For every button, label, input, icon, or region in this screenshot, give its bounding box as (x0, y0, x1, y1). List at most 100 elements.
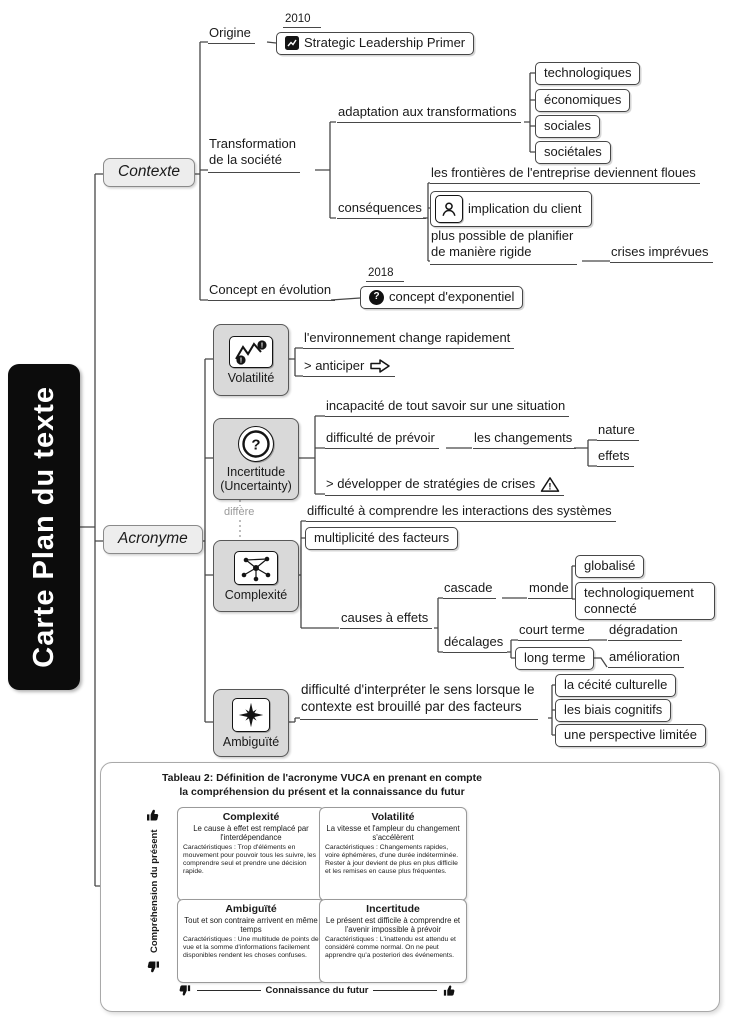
node-concept-en-evolution: Concept en évolution (208, 282, 336, 302)
node-frontieres-floues: les frontières de l'entreprise deviennen… (430, 165, 700, 185)
tableau-title-line1: Tableau 2: Définition de l'acronyme VUCA… (162, 772, 482, 784)
node-strategic-leadership-primer: Strategic Leadership Primer (276, 32, 475, 56)
node-incapacite-savoir: incapacité de tout savoir sur une situat… (325, 398, 570, 418)
cell-desc: La vitesse et l'ampleur du changement s'… (326, 824, 460, 843)
node-label: Strategic Leadership Primer (304, 35, 466, 50)
branch-contexte: Contexte (103, 158, 196, 187)
node-label-line2: de la société (209, 152, 282, 168)
node-label-line1: difficulté d'interpréter le sens lorsque… (301, 682, 535, 697)
cell-desc: Le cause à effet est remplacé par l'inte… (193, 824, 309, 843)
node-interactions-systemes: difficulté à comprendre les interactions… (306, 503, 616, 523)
svg-text:!: ! (261, 340, 264, 349)
node-transformation-societe: Transformation de la société (208, 136, 300, 173)
node-sociales: sociales (535, 115, 600, 139)
cell-ambiguite: Ambiguïté Tout et son contraire arrivent… (177, 899, 325, 983)
warning-icon: ! (540, 477, 560, 492)
volatility-icon: ! ! (229, 335, 273, 368)
svg-text:!: ! (240, 355, 243, 364)
node-multiplicite-facteurs: multiplicité des facteurs (305, 527, 459, 551)
node-complexite-label: Complexité (224, 587, 288, 602)
cell-title: Complexité (222, 811, 280, 823)
node-year-2018: 2018 (366, 266, 404, 283)
uncertainty-icon: ? (238, 425, 274, 462)
node-label-line1: Transformation (209, 136, 296, 151)
axis-line (373, 990, 437, 991)
node-label-line1: Incertitude (226, 464, 286, 479)
node-volatilite: ! ! Volatilité (213, 324, 289, 396)
axis-connaissance-futur-label: Connaissance du futur (265, 985, 369, 996)
map-root-title: Carte Plan du texte (8, 364, 80, 690)
complexity-icon (234, 550, 278, 585)
node-globalise: globalisé (575, 555, 645, 579)
node-court-terme: court terme (518, 622, 589, 642)
node-biais-cognitifs: les biais cognitifs (555, 699, 672, 723)
node-cascade: cascade (443, 580, 497, 600)
axis-line (197, 990, 261, 991)
node-long-terme: long terme (515, 647, 595, 671)
thumb-down-icon (147, 961, 159, 973)
branch-contexte-label: Contexte (118, 163, 181, 180)
node-les-changements: les changements (473, 430, 577, 450)
node-year-2010: 2010 (283, 12, 321, 29)
cell-title: Incertitude (366, 903, 420, 915)
svg-text:?: ? (251, 436, 260, 453)
cell-complexite: Complexité Le cause à effet est remplacé… (177, 807, 325, 901)
label-differe: diffère (221, 506, 258, 518)
cell-incertitude: Incertitude Le présent est difficile à c… (319, 899, 467, 983)
node-label: concept d'exponentiel (389, 289, 515, 304)
question-circle-icon: ? (369, 289, 384, 305)
node-crises-imprevues: crises imprévues (610, 244, 713, 264)
thumb-down-icon (179, 985, 191, 996)
node-monde: monde (528, 580, 573, 600)
node-complexite: Complexité (213, 540, 299, 612)
node-implication-client: implication du client (430, 191, 593, 227)
node-nature: nature (597, 422, 639, 442)
tableau-2-panel: Tableau 2: Définition de l'acronyme VUCA… (100, 762, 720, 1012)
cell-title: Volatilité (371, 811, 415, 823)
node-incertitude-label: Incertitude (Uncertainty) (220, 465, 292, 493)
node-causes-effets: causes à effets (340, 610, 433, 630)
node-label-line2: contexte est brouillé par des facteurs (301, 698, 522, 714)
node-technologiquement-connecte: technologiquement connecté (575, 582, 715, 621)
svg-text:!: ! (549, 481, 552, 492)
node-incertitude: ? Incertitude (Uncertainty) (213, 418, 299, 500)
cell-desc: Le présent est difficile à comprendre et… (325, 916, 461, 935)
cell-title: Ambiguïté (225, 903, 277, 915)
node-consequences: conséquences (337, 200, 426, 220)
node-degradation: dégradation (608, 622, 682, 642)
node-cecite-culturelle: la cécité culturelle (555, 674, 677, 698)
node-adaptation-transformations: adaptation aux transformations (337, 104, 521, 124)
node-environnement-change: l'environnement change rapidement (303, 330, 515, 350)
node-ambiguite-label: Ambiguïté (222, 734, 280, 749)
node-strategies-crises: > développer de stratégies de crises ! (325, 476, 565, 496)
node-interpretation: difficulté d'interpréter le sens lorsque… (300, 682, 539, 720)
node-economiques: économiques (535, 89, 631, 113)
node-concept-exponentiel: ? concept d'exponentiel (360, 286, 524, 310)
node-origine: Origine (208, 25, 255, 45)
branch-acronyme-label: Acronyme (118, 530, 188, 547)
node-difficulte-prevoir: difficulté de prévoir (325, 430, 439, 450)
node-amelioration: amélioration (608, 649, 684, 669)
cell-carac: Caractéristiques : Une multitude de poin… (183, 936, 319, 960)
tableau-title-line2: la compréhension du présent et la connai… (179, 786, 465, 799)
node-label: > anticiper (304, 358, 365, 373)
node-label-line2: (Uncertainty) (220, 478, 292, 493)
cell-desc: Tout et son contraire arrivent en même t… (184, 916, 318, 935)
node-plus-possible-planifier: plus possible de planifier de manière ri… (430, 228, 578, 265)
node-ambiguite: Ambiguïté (213, 689, 289, 757)
cell-volatilite: Volatilité La vitesse et l'ampleur du ch… (319, 807, 467, 901)
person-icon (435, 195, 463, 223)
cell-carac: Caractéristiques : Changements rapides, … (325, 844, 459, 876)
axis-comprehension-present: Compréhension du présent (149, 829, 160, 953)
thumb-up-icon (147, 809, 159, 821)
node-perspective-limitee: une perspective limitée (555, 724, 706, 748)
cell-carac: Caractéristiques : L'inattendu est atten… (325, 936, 456, 960)
thumb-up-icon (443, 985, 455, 996)
chart-icon (285, 36, 299, 51)
node-label: implication du client (468, 200, 582, 216)
node-technologiques: technologiques (535, 62, 641, 86)
node-anticiper: > anticiper (303, 358, 396, 378)
axis-connaissance-futur-row: Connaissance du futur (177, 983, 457, 998)
tableau-title: Tableau 2: Définition de l'acronyme VUCA… (117, 771, 527, 799)
